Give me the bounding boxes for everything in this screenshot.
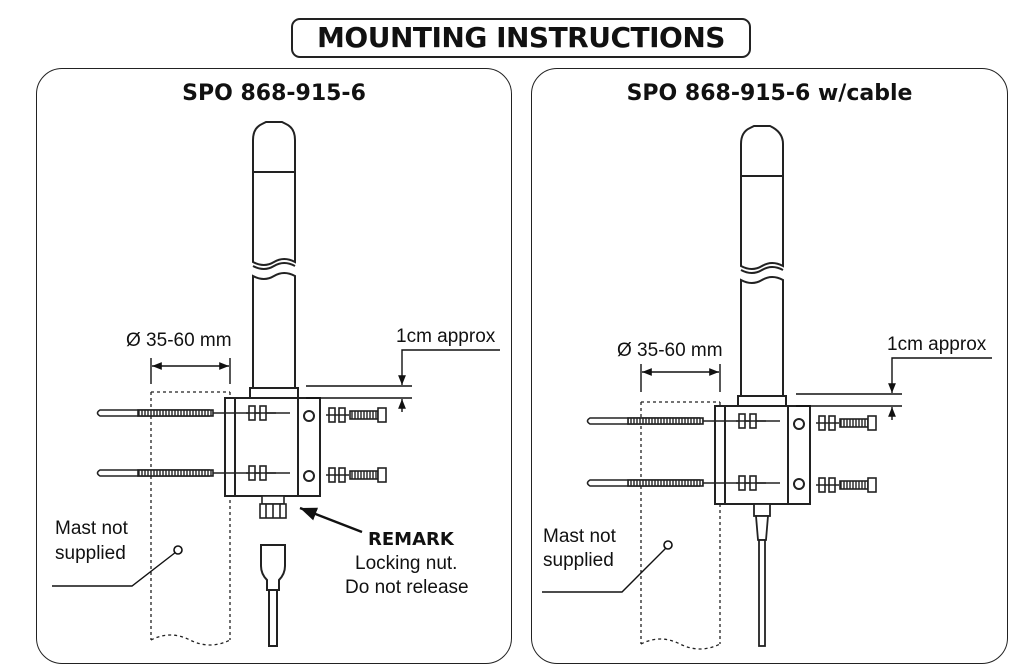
mast-label-line1: Mast not [55, 518, 128, 539]
dimensions-right [542, 357, 992, 593]
remark-line2: Do not release [345, 577, 469, 598]
u-bolts-right [586, 413, 780, 491]
remark-line1: Locking nut. [355, 553, 458, 574]
bracket-right [714, 405, 811, 505]
panel-spo-868-915-6-cable: SPO 868-915-6 w/cable [531, 68, 1008, 664]
page-title: MOUNTING INSTRUCTIONS [291, 18, 751, 58]
mast-marker-right [663, 540, 673, 550]
connector-plug-left [260, 544, 286, 647]
dimensions-left [52, 349, 500, 587]
locking-nut-left [259, 495, 287, 519]
mast-marker-left [173, 545, 183, 555]
mast-left [150, 391, 231, 646]
offset-label: 1cm approx [887, 334, 987, 355]
panel-spo-868-915-6: SPO 868-915-6 [36, 68, 512, 664]
offset-label: 1cm approx [396, 326, 496, 347]
panel-title: SPO 868-915-6 [182, 81, 366, 106]
mast-label-line2: supplied [55, 543, 126, 564]
mast-label-line2: supplied [543, 550, 614, 571]
remark-title: REMARK [368, 529, 454, 550]
spare-bolts-left [326, 407, 387, 483]
spare-bolts-right [816, 415, 877, 493]
mast-right [640, 401, 721, 650]
diameter-label: Ø 35-60 mm [126, 330, 232, 351]
diameter-label: Ø 35-60 mm [617, 340, 723, 361]
u-bolts-left [96, 405, 290, 481]
panel-title: SPO 868-915-6 w/cable [626, 81, 913, 106]
antenna-right [737, 125, 787, 407]
antenna-left [249, 121, 299, 399]
cable-right [753, 503, 771, 647]
mast-label-line1: Mast not [543, 526, 616, 547]
